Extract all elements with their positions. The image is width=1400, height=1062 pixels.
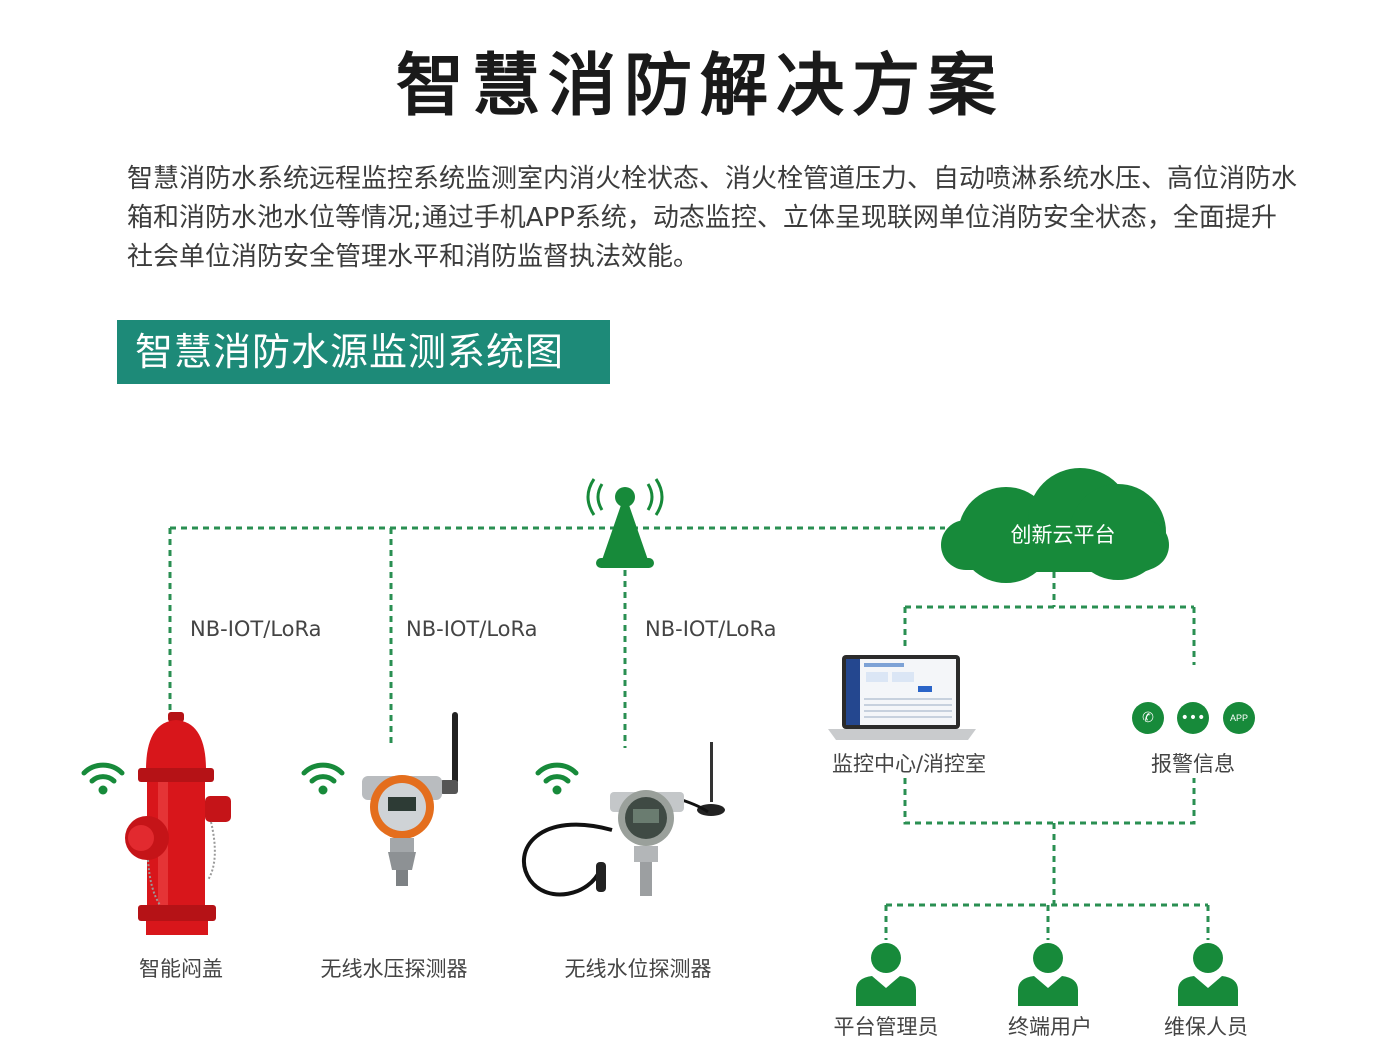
chat-icon: ••• [1177, 702, 1209, 734]
antenna-tower-icon [586, 478, 664, 568]
cloud-platform-label: 创新云平台 [1010, 523, 1116, 547]
device-label-level-detector: 无线水位探测器 [564, 957, 712, 981]
wifi-icon [301, 762, 345, 795]
page-title: 智慧消防解决方案 [395, 47, 1004, 126]
phone-icon: ✆ [1132, 702, 1164, 734]
hydrant-image [125, 712, 231, 935]
wifi-icon [81, 762, 125, 795]
link-label: NB-IOT/LoRa [190, 617, 322, 641]
device-label-pressure-detector: 无线水压探测器 [320, 957, 468, 981]
level-detector-image [522, 742, 725, 897]
app-icon: APP [1223, 702, 1255, 734]
cloud-icon [941, 468, 1169, 583]
monitor-center-label: 监控中心/消控室 [831, 752, 987, 776]
device-label-hydrant-cap: 智能闷盖 [139, 957, 223, 981]
alert-info-label: 报警信息 [1151, 752, 1235, 776]
wifi-icon [535, 762, 579, 795]
user-icon [1178, 943, 1238, 1006]
pressure-detector-image [362, 712, 458, 886]
laptop-icon [828, 655, 976, 740]
section-banner: 智慧消防水源监测系统图 [117, 320, 610, 384]
user-label-end-user: 终端用户 [1008, 1015, 1092, 1039]
user-icon [1018, 943, 1078, 1006]
connection-lines [168, 526, 1210, 940]
user-label-platform-admin: 平台管理员 [833, 1015, 939, 1039]
user-icon [856, 943, 916, 1006]
link-label: NB-IOT/LoRa [645, 617, 777, 641]
user-label-maintenance-staff: 维保人员 [1164, 1015, 1248, 1039]
intro-paragraph: 智慧消防水系统远程监控系统监测室内消火栓状态、消火栓管道压力、自动喷淋系统水压、… [127, 164, 1298, 272]
link-label: NB-IOT/LoRa [406, 617, 538, 641]
